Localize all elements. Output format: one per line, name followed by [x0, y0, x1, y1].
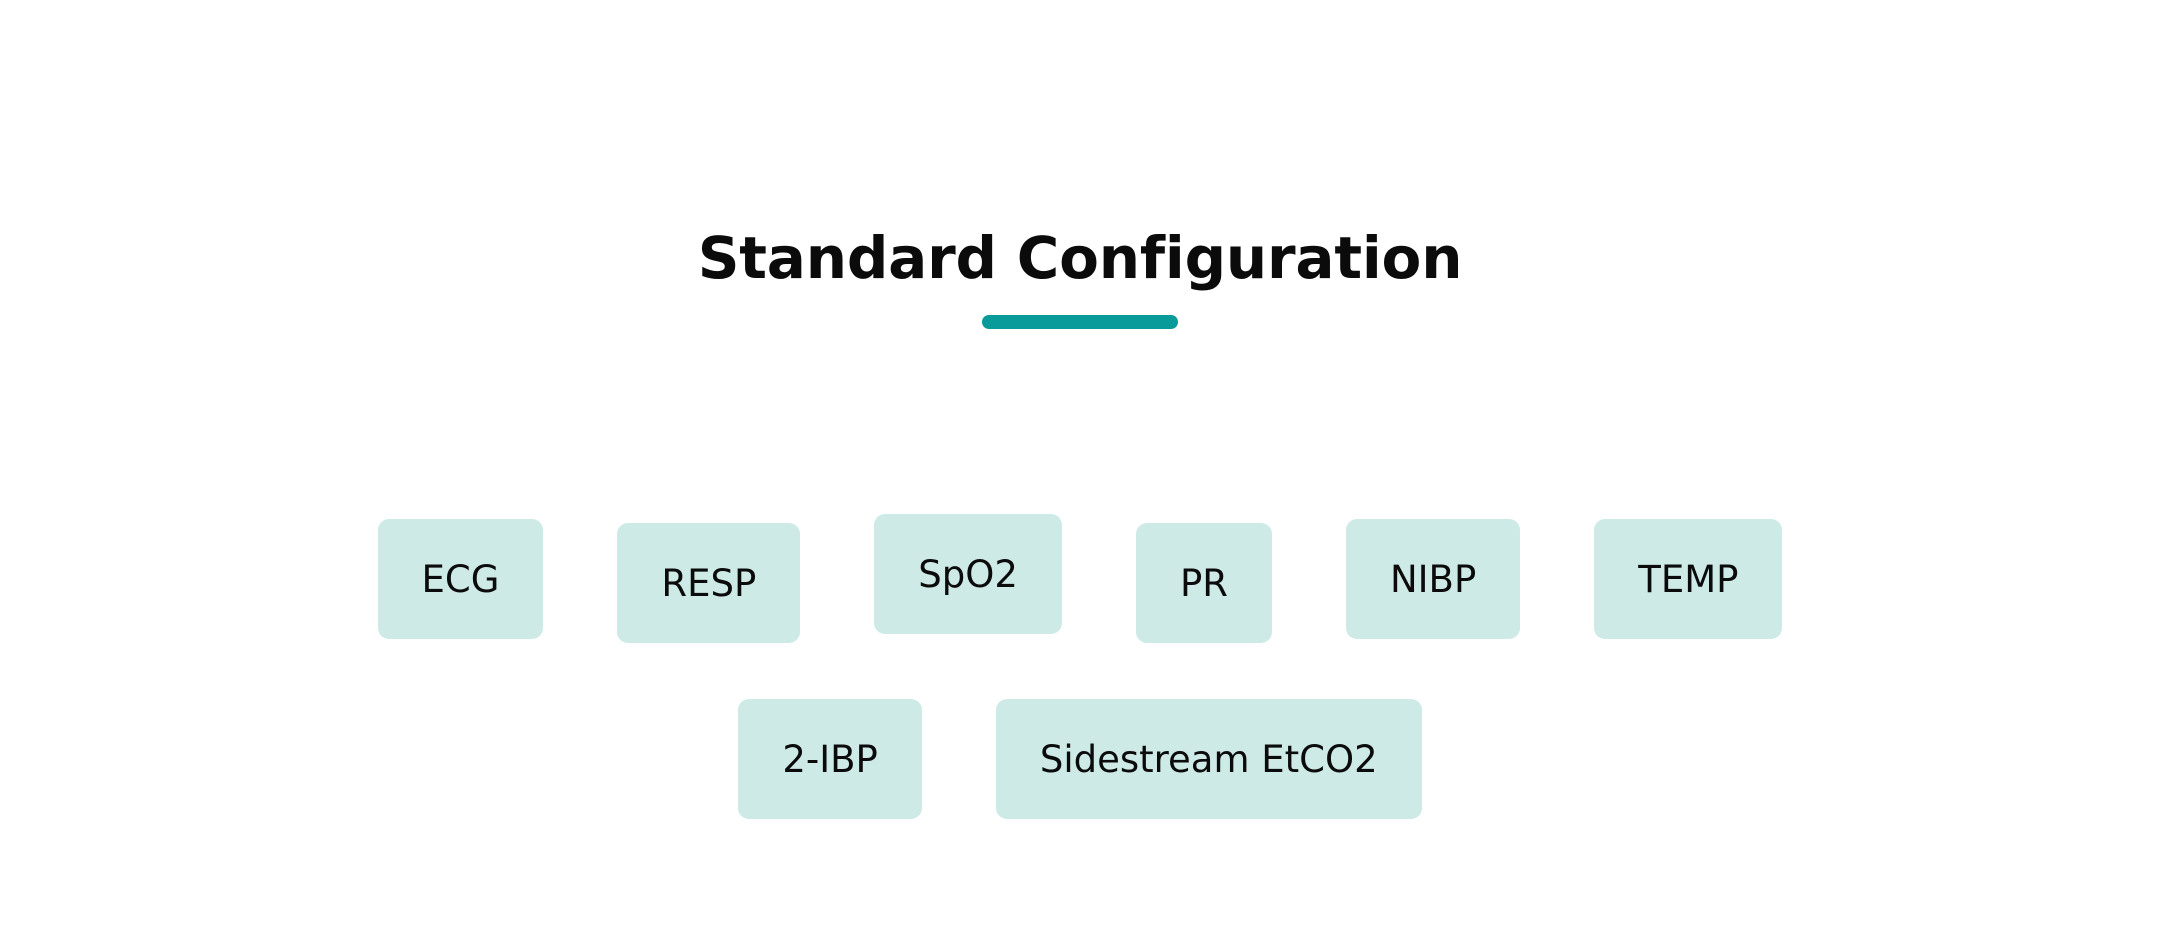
parameter-chip-label: Sidestream EtCO2: [1039, 737, 1378, 781]
parameter-chip-temp[interactable]: TEMP: [1594, 519, 1783, 639]
parameter-row-primary: ECG RESP SpO2 PR NIBP TEMP: [0, 512, 2160, 646]
parameter-chip-ecg[interactable]: ECG: [377, 519, 544, 639]
parameter-chip-groups: ECG RESP SpO2 PR NIBP TEMP 2-IBP: [0, 512, 2160, 826]
title-accent-bar: [982, 314, 1178, 329]
parameter-chip-label: PR: [1179, 561, 1228, 605]
parameter-chip-nibp[interactable]: NIBP: [1345, 519, 1521, 639]
parameter-chip-label: SpO2: [918, 552, 1018, 596]
parameter-chip-label: 2-IBP: [782, 737, 878, 781]
parameter-chip-pr[interactable]: PR: [1135, 523, 1272, 643]
parameter-chip-label: NIBP: [1389, 557, 1477, 601]
parameter-chip-2-ibp[interactable]: 2-IBP: [738, 699, 922, 819]
parameter-chip-label: TEMP: [1638, 557, 1739, 601]
slide-header: Standard Configuration: [0, 228, 2160, 329]
parameter-chip-resp[interactable]: RESP: [617, 523, 801, 643]
parameter-chip-label: ECG: [421, 557, 500, 601]
page-title: Standard Configuration: [697, 224, 1463, 292]
parameter-chip-sidestream-etco2[interactable]: Sidestream EtCO2: [995, 699, 1422, 819]
parameter-chip-label: RESP: [661, 561, 757, 605]
parameter-chip-spo2[interactable]: SpO2: [874, 514, 1062, 634]
parameter-row-secondary: 2-IBP Sidestream EtCO2: [0, 692, 2160, 826]
